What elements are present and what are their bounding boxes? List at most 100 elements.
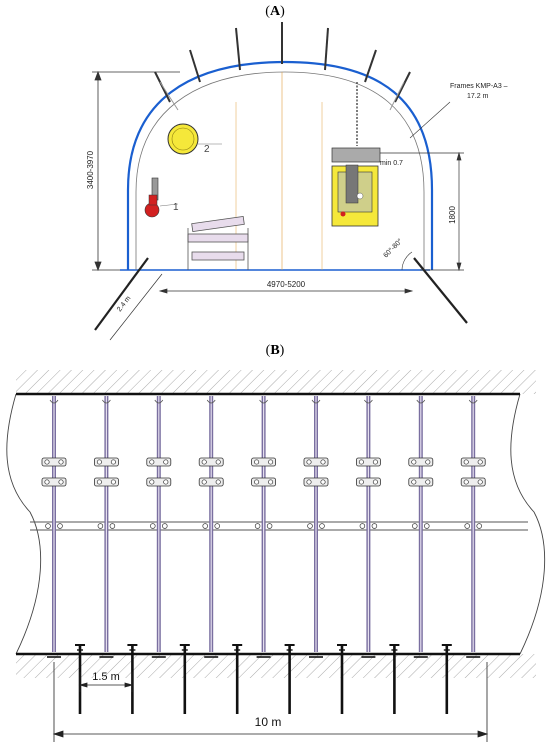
frame-top-hook bbox=[259, 399, 268, 404]
clamp-bolt bbox=[215, 479, 221, 485]
clamp-bolt bbox=[425, 459, 431, 465]
clamp-bolt bbox=[268, 459, 274, 465]
tie-bolt bbox=[254, 523, 261, 529]
clamp-bolt bbox=[477, 459, 483, 465]
clamp-bolt bbox=[254, 459, 260, 465]
callout-1-leader bbox=[159, 203, 179, 207]
frame-post bbox=[41, 396, 67, 658]
spacing-dimension bbox=[78, 672, 134, 692]
angle-label: 60°-80° bbox=[382, 237, 404, 259]
clamp-bolt bbox=[306, 459, 312, 465]
right-edge bbox=[510, 393, 546, 655]
frame-post bbox=[94, 396, 119, 658]
tie-bolt bbox=[307, 523, 313, 529]
clamp-bolt bbox=[110, 479, 116, 485]
clamp-bolt bbox=[96, 479, 102, 485]
floor-anchor-bolt bbox=[284, 644, 295, 714]
clamp-bolt bbox=[320, 459, 326, 465]
clamp-bolt bbox=[477, 479, 483, 485]
clamp-bolt bbox=[44, 459, 50, 465]
rock-hatch-top bbox=[16, 370, 536, 394]
frames-group bbox=[41, 396, 486, 658]
panel-a-label: (A) bbox=[265, 4, 285, 19]
tie-bolt bbox=[359, 523, 366, 529]
frame-top-hook bbox=[154, 399, 164, 404]
conveyor-rollers bbox=[187, 215, 249, 270]
tie-bolt bbox=[162, 523, 168, 529]
frames-leader bbox=[409, 101, 451, 139]
arch-frame-inner bbox=[135, 71, 425, 270]
floor-bolt-right bbox=[413, 257, 468, 324]
frame-post bbox=[198, 396, 224, 658]
clamp-bolt bbox=[463, 459, 469, 465]
clamp-bolt bbox=[149, 459, 155, 465]
clamp-bolt bbox=[58, 479, 64, 485]
callout-2: 2 bbox=[204, 144, 210, 155]
electrical-cabinet bbox=[331, 147, 381, 227]
floor-anchor-bolt bbox=[337, 644, 347, 714]
min-clearance-label: min 0.7 bbox=[380, 160, 403, 167]
clamp-bolt bbox=[358, 459, 364, 465]
width-dimension-label: 4970-5200 bbox=[267, 280, 306, 289]
clamp-bolt bbox=[425, 479, 431, 485]
angle-arc bbox=[401, 251, 413, 271]
clamp-bolt bbox=[463, 479, 469, 485]
arch-frame-outer bbox=[126, 60, 434, 270]
frame-top-hook bbox=[311, 399, 321, 404]
tie-bolt bbox=[202, 523, 208, 529]
tie-bolt bbox=[150, 523, 156, 529]
tie-bolt bbox=[57, 523, 63, 529]
clamp-bolt bbox=[372, 479, 378, 485]
clamp-bolt bbox=[96, 459, 102, 465]
support-layout-diagram: 1.5 m 10 m bbox=[6, 370, 546, 742]
clamp-bolt bbox=[163, 459, 169, 465]
frame-post bbox=[146, 396, 172, 658]
frames-label-line1: Frames KMP-A3 – bbox=[450, 83, 508, 90]
frame-post bbox=[355, 396, 381, 658]
tunnel-cross-section-diagram: 3400-3970 2.4 m 4970-5200 bbox=[86, 22, 508, 341]
frame-top-hook bbox=[206, 399, 216, 404]
callout-1: 1 bbox=[173, 202, 179, 213]
height-dimension-label: 3400-3970 bbox=[86, 150, 95, 189]
clamp-bolt bbox=[201, 459, 207, 465]
frame-top-hook bbox=[49, 399, 59, 404]
clamp-bolt bbox=[411, 459, 417, 465]
frame-post bbox=[408, 396, 434, 658]
frame-top-hook bbox=[102, 399, 111, 404]
clamp-bolt bbox=[320, 479, 326, 485]
tie-bolt bbox=[412, 523, 418, 529]
pipe-circle bbox=[167, 123, 199, 155]
clamp-bolt bbox=[149, 479, 155, 485]
panel-b-label: (B) bbox=[265, 343, 285, 358]
clamp-bolt bbox=[254, 479, 260, 485]
tie-bolt bbox=[45, 523, 51, 529]
spacing-label: 1.5 m bbox=[92, 671, 120, 683]
floor-bolt-left bbox=[94, 257, 149, 331]
frame-top-hook bbox=[468, 399, 478, 404]
clamp-bolt bbox=[201, 479, 207, 485]
clamp-bolt bbox=[110, 459, 116, 465]
tie-bolt bbox=[476, 523, 482, 529]
clamp-bolt bbox=[268, 479, 274, 485]
tie-bolt bbox=[319, 523, 325, 529]
tie-bolt bbox=[371, 523, 378, 529]
left-edge bbox=[6, 393, 42, 655]
clamp-bolt bbox=[306, 479, 312, 485]
clamp-bolt bbox=[411, 479, 417, 485]
floor-anchor-bolt bbox=[389, 644, 400, 714]
floor-anchor-bolt bbox=[179, 644, 190, 714]
height-dimension bbox=[92, 70, 180, 272]
frame-post bbox=[303, 396, 329, 658]
clamp-bolt bbox=[163, 479, 169, 485]
tie-bolt bbox=[424, 523, 430, 529]
tie-bolt bbox=[464, 523, 470, 529]
tie-bolt bbox=[266, 523, 273, 529]
rock-hatch-bottom bbox=[16, 654, 536, 678]
bolt-length-dim bbox=[109, 273, 163, 341]
width-dimension bbox=[158, 288, 414, 294]
floor-anchor-bolt bbox=[441, 644, 452, 714]
clamp-bolt bbox=[358, 479, 364, 485]
tie-bolt bbox=[109, 523, 116, 529]
clamp-bolt bbox=[372, 459, 378, 465]
frame-post bbox=[460, 396, 486, 658]
